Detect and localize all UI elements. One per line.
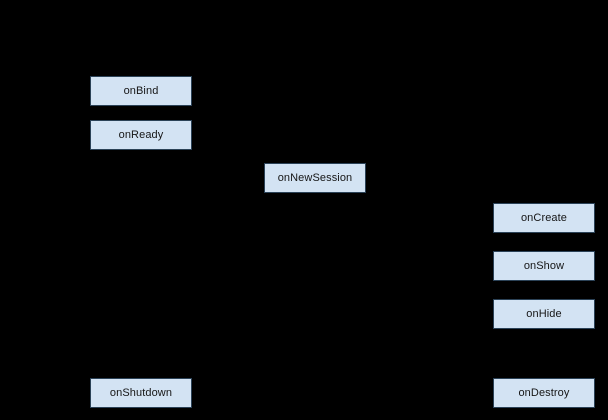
node-label: onReady [118,128,164,141]
node-label: onNewSession [277,171,353,184]
connector-on-ready-to-on-new-session [191,134,265,179]
node-on-new-session[interactable]: onNewSession [264,163,366,193]
node-on-destroy[interactable]: onDestroy [493,378,595,408]
node-label: onBind [123,84,159,97]
node-label: onShow [523,259,565,272]
node-on-ready[interactable]: onReady [90,120,192,150]
node-on-create[interactable]: onCreate [493,203,595,233]
node-label: onDestroy [518,386,570,399]
connector-on-new-session-to-on-create [365,177,494,219]
node-on-show[interactable]: onShow [493,251,595,281]
node-on-shutdown[interactable]: onShutdown [90,378,192,408]
node-on-bind[interactable]: onBind [90,76,192,106]
node-label: onHide [526,307,562,320]
node-label: onCreate [520,211,568,224]
node-label: onShutdown [109,386,173,399]
node-on-hide[interactable]: onHide [493,299,595,329]
